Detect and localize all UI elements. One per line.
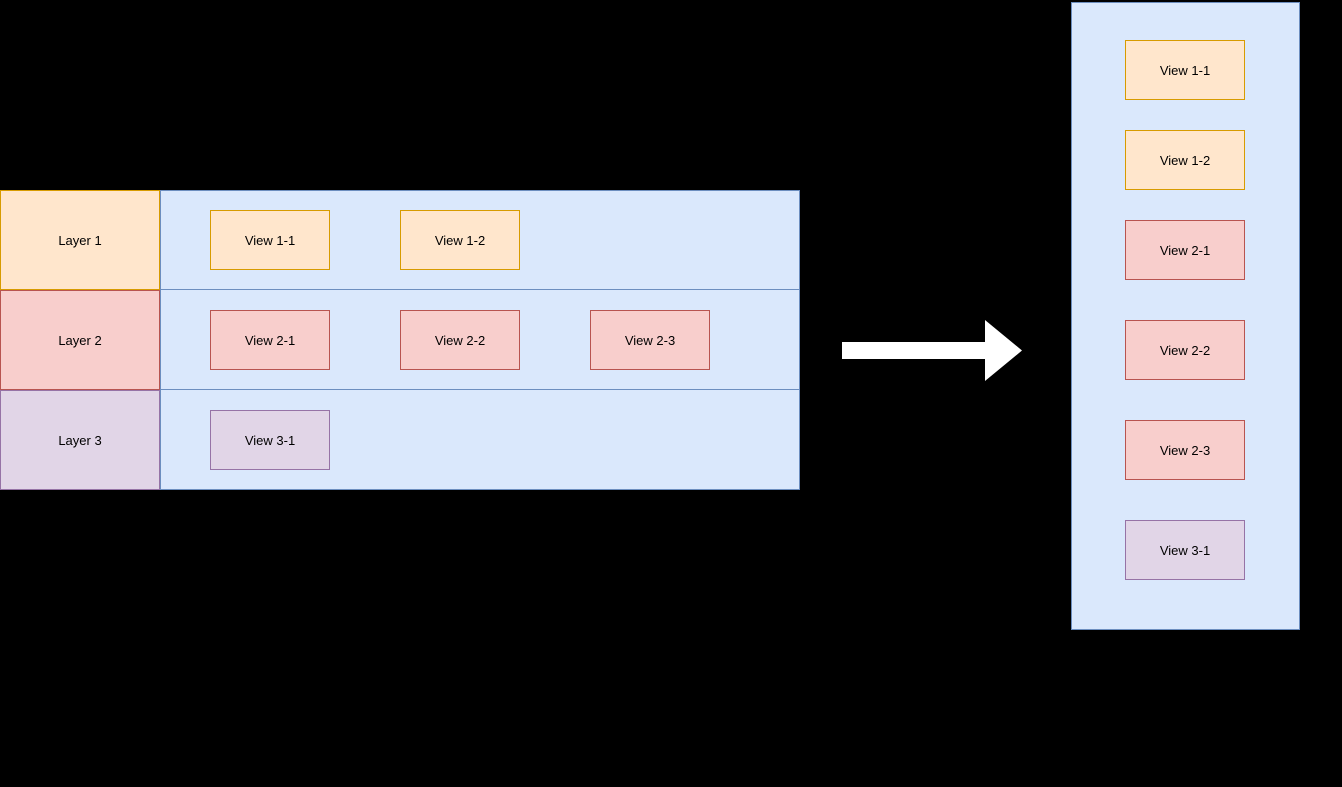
- stacked-view-box-2-1: View 2-1: [1125, 220, 1245, 280]
- view-box-2-2: View 2-2: [400, 310, 520, 370]
- stacked-view-box-3-1: View 3-1: [1125, 520, 1245, 580]
- view-box-2-3: View 2-3: [590, 310, 710, 370]
- stacked-view-box-1-2: View 1-2: [1125, 130, 1245, 190]
- stacked-view-box-2-2: View 2-2: [1125, 320, 1245, 380]
- view-box-2-1: View 2-1: [210, 310, 330, 370]
- view-box-1-2: View 1-2: [400, 210, 520, 270]
- view-box-3-1: View 3-1: [210, 410, 330, 470]
- layer-3-row-label: Layer 3: [0, 390, 160, 490]
- stacked-view-box-1-1: View 1-1: [1125, 40, 1245, 100]
- layer-1-row-label: Layer 1: [0, 190, 160, 290]
- row-divider: [160, 289, 800, 290]
- row-divider: [160, 389, 800, 390]
- right-arrow-icon: [842, 320, 1022, 381]
- layer-2-row-label: Layer 2: [0, 290, 160, 390]
- stacked-view-box-2-3: View 2-3: [1125, 420, 1245, 480]
- view-box-1-1: View 1-1: [210, 210, 330, 270]
